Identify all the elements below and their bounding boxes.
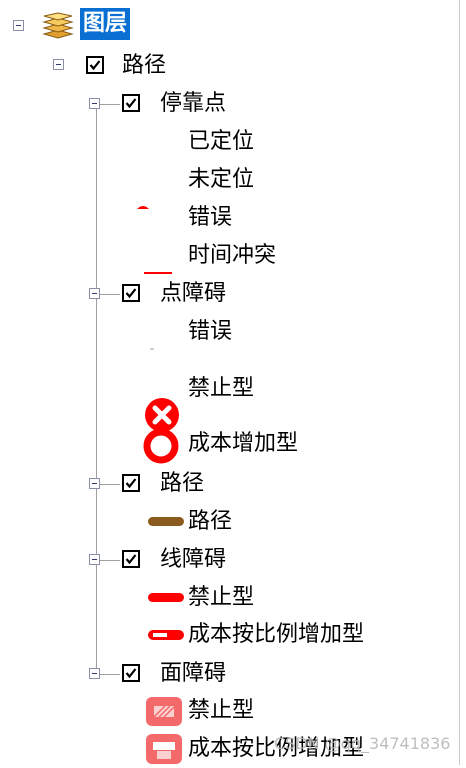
tree-connector-line [96,108,97,678]
check-icon [89,60,101,71]
legend-label-point-barrier-added-cost: 成本增加型 [188,431,299,456]
route-line-symbol [148,517,184,526]
collapse-toggle-route-group[interactable] [53,59,64,70]
layers-root-label[interactable]: 图层 [80,8,131,40]
legend-label-polygon-barrier-restriction: 禁止型 [188,698,255,723]
stops-checkbox[interactable] [122,94,140,112]
tree-connector-line [96,674,120,675]
watermark: CSDN @qq_34741836 [274,734,451,753]
line-barrier-scaled-cost-symbol [148,630,184,640]
legend-label-line-barrier-scaled-cost: 成本按比例增加型 [188,622,365,647]
collapse-toggle-layers[interactable] [13,20,24,31]
polygon-barriers-layer-label[interactable]: 面障碍 [160,661,227,686]
check-icon [125,554,137,565]
line-barriers-layer-label[interactable]: 线障碍 [160,547,227,572]
legend-label-stop-time-conflict: 时间冲突 [188,243,277,268]
point-barrier-error-symbol [150,348,154,350]
line-barriers-checkbox[interactable] [122,550,140,568]
legend-label-polygon-barrier-scaled-cost: 成本按比例增加型 [188,736,365,761]
point-barriers-checkbox[interactable] [122,284,140,302]
legend-label-point-barrier-restriction: 禁止型 [188,376,255,401]
layers-icon [40,12,76,40]
stop-time-conflict-symbol [144,272,172,274]
legend-label-stop-located: 已定位 [188,129,255,154]
check-icon [125,668,137,679]
check-icon [125,478,137,489]
point-barriers-layer-label[interactable]: 点障碍 [160,281,227,306]
tree-connector-line [96,104,120,105]
legend-label-stop-error: 错误 [188,205,233,230]
collapse-toggle-line-barriers[interactable] [89,554,100,565]
legend-label-route: 路径 [188,509,233,534]
check-icon [125,98,137,109]
legend-label-line-barrier-restriction: 禁止型 [188,585,255,610]
tree-connector-line [96,294,120,295]
routes-checkbox[interactable] [122,474,140,492]
route-group-checkbox[interactable] [86,56,104,74]
collapse-toggle-polygon-barriers[interactable] [89,668,100,679]
check-icon [125,288,137,299]
tree-connector-line [96,484,120,485]
collapse-toggle-point-barriers[interactable] [89,288,100,299]
stop-error-symbol [136,195,150,209]
legend-label-stop-unlocated: 未定位 [188,167,255,192]
added-cost-ring-icon [142,427,180,465]
restriction-x-icon [144,397,180,433]
routes-layer-label[interactable]: 路径 [160,471,205,496]
tree-connector-line [96,560,120,561]
polygon-barrier-restriction-symbol [146,697,182,726]
stops-layer-label[interactable]: 停靠点 [160,91,227,116]
collapse-toggle-routes[interactable] [89,478,100,489]
panel-border [459,0,460,765]
legend-label-point-barrier-error: 错误 [188,319,233,344]
polygon-barrier-scaled-cost-symbol [146,734,182,764]
route-group-label[interactable]: 路径 [122,53,167,78]
polygon-barriers-checkbox[interactable] [122,664,140,682]
line-barrier-restriction-symbol [148,593,184,602]
collapse-toggle-stops[interactable] [89,98,100,109]
